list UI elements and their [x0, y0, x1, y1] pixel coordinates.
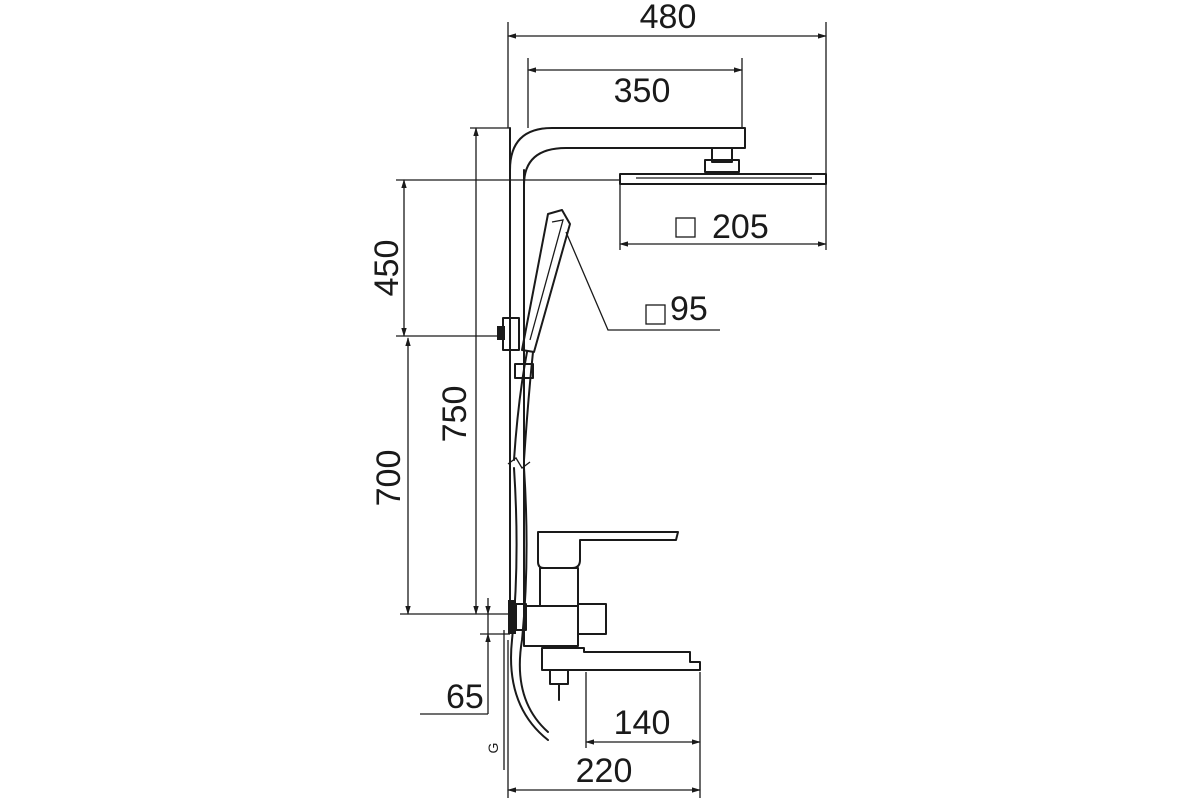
dim-label-220: 220: [576, 752, 633, 790]
dim-label-140: 140: [614, 704, 671, 742]
thread-dimension: G: [485, 630, 505, 770]
dimension-350: 350: [527, 58, 743, 128]
dimension-750: 750: [436, 127, 510, 615]
dimension-205: 205: [619, 184, 827, 250]
dim-label-750: 750: [436, 386, 474, 443]
hand-shower: [497, 209, 571, 741]
dimension-700: 700: [370, 337, 508, 615]
square-symbol-icon: [675, 217, 696, 238]
dim-label-65: 65: [446, 678, 484, 716]
dimension-450: 450: [368, 179, 620, 337]
thread-label: G: [485, 743, 501, 754]
dim-label-205: 205: [712, 208, 769, 246]
dimension-95: 95: [565, 231, 720, 331]
dim-label-700: 700: [370, 450, 408, 507]
overhead-shower-head: [619, 147, 827, 185]
dimension-140: 140: [585, 672, 701, 748]
square-symbol-icon: [645, 304, 666, 325]
dimension-220: 220: [507, 640, 701, 798]
dim-label-480: 480: [640, 0, 697, 36]
dimension-480: 480: [507, 0, 827, 174]
mixer-body: [508, 531, 701, 701]
shower-column: [509, 127, 746, 611]
dim-label-450: 450: [368, 240, 406, 297]
dim-label-95: 95: [670, 290, 708, 328]
dim-label-350: 350: [614, 72, 671, 110]
dimension-65: 65: [420, 598, 510, 716]
